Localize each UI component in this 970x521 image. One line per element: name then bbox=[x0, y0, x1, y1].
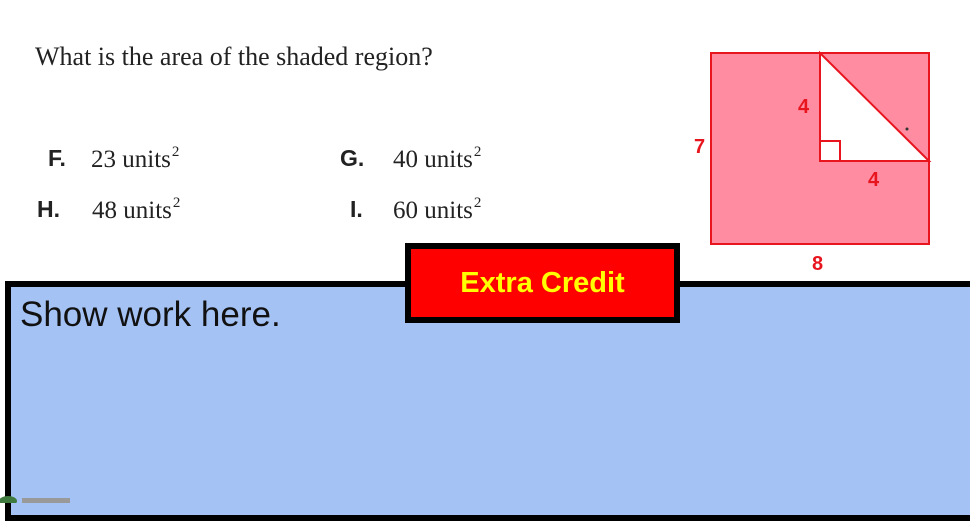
choice-exponent: 2 bbox=[172, 195, 181, 211]
choice-exponent: 2 bbox=[473, 195, 482, 211]
drag-handle-svg bbox=[0, 496, 70, 506]
question-text: What is the area of the shaded region? bbox=[35, 42, 433, 71]
figure-svg: 7 8 4 4 bbox=[694, 50, 932, 275]
label-triangle-vertical: 4 bbox=[798, 96, 810, 118]
choice-answer: 48 units2 bbox=[92, 195, 180, 225]
drag-handle-icon[interactable] bbox=[0, 490, 70, 506]
choice-exponent: 2 bbox=[171, 144, 180, 160]
choice-value: 60 units bbox=[393, 197, 473, 224]
label-width: 8 bbox=[812, 253, 823, 275]
label-height: 7 bbox=[694, 136, 705, 158]
label-triangle-horizontal: 4 bbox=[868, 169, 880, 191]
geometry-figure: 7 8 4 4 bbox=[690, 40, 970, 280]
choice-answer: 23 units2 bbox=[91, 144, 179, 174]
choice-letter: I. bbox=[350, 196, 363, 222]
work-area-label: Show work here. bbox=[20, 295, 281, 334]
choice-letter: F. bbox=[48, 145, 66, 171]
choice-value: 40 units bbox=[393, 146, 473, 173]
extra-credit-label: Extra Credit bbox=[460, 266, 625, 299]
choice-exponent: 2 bbox=[473, 144, 482, 160]
extra-credit-banner: Extra Credit bbox=[405, 243, 680, 323]
point-marker bbox=[905, 127, 909, 131]
unshaded-triangle bbox=[819, 50, 932, 162]
choice-letter: G. bbox=[340, 145, 365, 171]
right-angle-marker bbox=[819, 140, 841, 162]
choice-answer: 60 units2 bbox=[393, 195, 481, 225]
choice-value: 48 units bbox=[92, 197, 172, 224]
choice-letter: H. bbox=[37, 196, 60, 222]
choice-answer: 40 units2 bbox=[393, 144, 481, 174]
choice-value: 23 units bbox=[91, 146, 171, 173]
